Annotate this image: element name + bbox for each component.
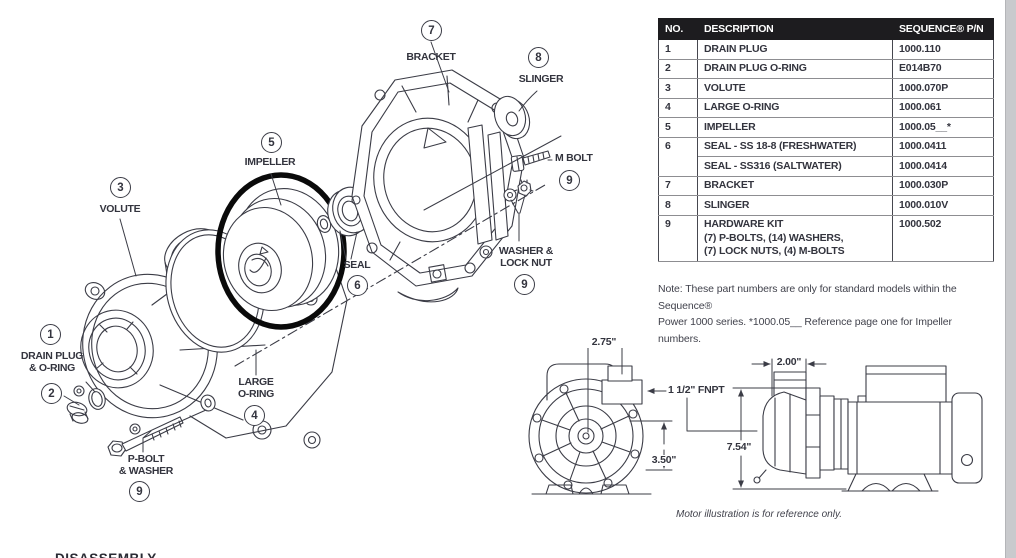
p-bolt-label: P-BOLT & WASHER <box>118 453 174 477</box>
dim-height-front: 3.50" <box>647 455 681 466</box>
part-description-cell: DRAIN PLUG O-RING <box>697 58 893 79</box>
note-line-1: Note: These part numbers are only for st… <box>658 283 957 312</box>
callout-num-volute: 3 <box>110 177 131 198</box>
part-number-cell: 1000.502 <box>892 214 994 262</box>
part-description-cell: IMPELLER <box>697 117 893 138</box>
part-number-cell: E014B70 <box>892 58 994 79</box>
callout-num-large-o-ring: 4 <box>244 405 265 426</box>
leader-lines <box>63 41 562 453</box>
part-number-cell: 1000.0411 <box>892 136 994 157</box>
impeller-part <box>222 188 340 312</box>
note-line-2: Power 1000 series. *1000.05__ Reference … <box>658 316 952 345</box>
dim-height-side: 7.54" <box>723 442 755 453</box>
exploded-view-diagram <box>63 41 562 457</box>
part-number-cell: 1000.061 <box>892 97 994 118</box>
header-part-number: SEQUENCE® P/N <box>892 18 994 40</box>
drain-plug-label: DRAIN PLUG & O-RING <box>20 350 84 374</box>
table-note: Note: These part numbers are only for st… <box>658 281 994 347</box>
pump-side-view <box>753 365 983 492</box>
m-bolt-label: M BOLT <box>555 152 593 164</box>
part-no-cell: 4 <box>658 97 698 118</box>
slinger-label: SLINGER <box>518 73 564 85</box>
part-description-cell: BRACKET <box>697 175 893 196</box>
dim-width-top: 2.75" <box>585 337 623 348</box>
seal-label: SEAL <box>343 259 371 271</box>
bracket-label: BRACKET <box>406 51 456 63</box>
dim-width-side: 2.00" <box>773 357 805 368</box>
callout-num-washer-lock-nut: 9 <box>514 274 535 295</box>
callout-num-impeller: 5 <box>261 132 282 153</box>
part-no-cell: 2 <box>658 58 698 79</box>
part-number-cell: 1000.010V <box>892 195 994 216</box>
part-no-cell: 6 <box>658 136 698 177</box>
part-description-cell: HARDWARE KIT(7) P-BOLTS, (14) WASHERS,(7… <box>697 214 893 262</box>
part-no-cell: 8 <box>658 195 698 216</box>
callout-num-drain-oring: 2 <box>41 383 62 404</box>
drain-plug-part <box>66 388 106 424</box>
slinger-part <box>493 95 531 140</box>
part-no-cell: 9 <box>658 214 698 262</box>
part-number-cell: 1000.110 <box>892 39 994 60</box>
part-description-cell: DRAIN PLUG <box>697 39 893 60</box>
washer-lock-nut-label: WASHER & LOCK NUT <box>498 245 554 269</box>
part-description-cell: VOLUTE <box>697 78 893 99</box>
part-no-cell: 3 <box>658 78 698 99</box>
volute-label: VOLUTE <box>99 203 141 215</box>
part-number-cell: 1000.030P <box>892 175 994 196</box>
part-number-cell: 1000.05__* <box>892 117 994 138</box>
part-description-cell: LARGE O-RING <box>697 97 893 118</box>
m-bolt-part <box>510 150 551 172</box>
callout-num-m-bolt: 9 <box>559 170 580 191</box>
pump-front-view <box>528 363 652 495</box>
centerline <box>234 184 546 367</box>
page-edge-shadow <box>1005 0 1016 558</box>
part-number-cell: 1000.0414 <box>892 156 994 177</box>
callout-num-drain-plug: 1 <box>40 324 61 345</box>
dim-port-size: 1 1/2" FNPT <box>668 384 725 396</box>
dimension-drawings <box>528 339 983 495</box>
callout-num-bracket: 7 <box>421 20 442 41</box>
header-description: DESCRIPTION <box>697 18 893 40</box>
table-row: SEAL - SS316 (SALTWATER)1000.0414 <box>659 156 994 177</box>
header-no: NO. <box>658 18 698 40</box>
callout-num-p-bolt: 9 <box>129 481 150 502</box>
part-description-cell: SEAL - SS 18-8 (FRESHWATER) <box>697 136 893 157</box>
part-description-cell: SEAL - SS316 (SALTWATER) <box>697 156 893 177</box>
side-view-dimensions <box>732 358 847 490</box>
part-no-cell: 5 <box>658 117 698 138</box>
part-no-cell: 7 <box>658 175 698 196</box>
part-no-cell: 1 <box>658 39 698 60</box>
impeller-label: IMPELLER <box>244 156 296 168</box>
part-description-cell: SLINGER <box>697 195 893 216</box>
clipped-section-heading: DISASSEMBLY <box>55 551 157 558</box>
motor-reference-caption: Motor illustration is for reference only… <box>676 509 842 520</box>
part-number-cell: 1000.070P <box>892 78 994 99</box>
table-header-row: NO. DESCRIPTION SEQUENCE® P/N <box>658 18 994 40</box>
callout-num-seal: 6 <box>347 275 368 296</box>
bracket-part <box>351 69 525 303</box>
large-o-ring-label: LARGE O-RING <box>237 376 275 400</box>
callout-num-slinger: 8 <box>528 47 549 68</box>
